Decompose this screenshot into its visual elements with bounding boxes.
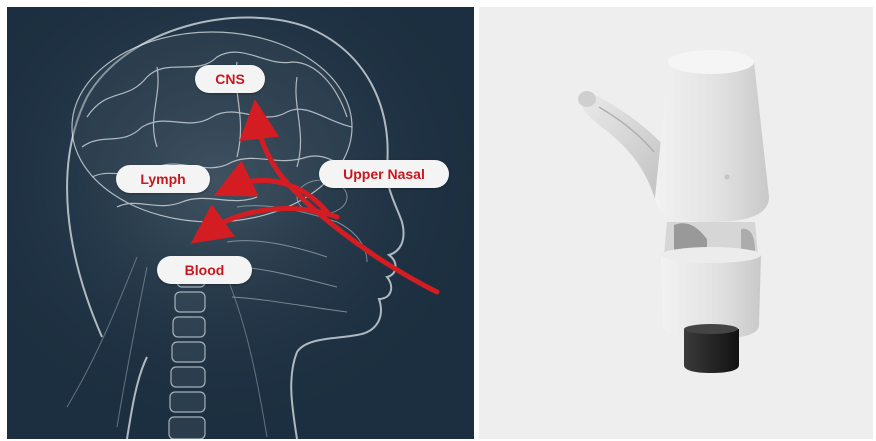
anatomy-illustration: CNS Lymph Upper Nasal Blood bbox=[7, 7, 474, 439]
label-cns: CNS bbox=[195, 65, 265, 93]
label-lymph: Lymph bbox=[116, 165, 210, 193]
device-photo bbox=[479, 7, 873, 439]
nasal-device-icon bbox=[479, 7, 873, 439]
device-cap bbox=[684, 329, 739, 373]
label-upper-nasal: Upper Nasal bbox=[319, 160, 449, 188]
label-blood: Blood bbox=[157, 256, 252, 284]
device-upper-body bbox=[655, 51, 769, 222]
